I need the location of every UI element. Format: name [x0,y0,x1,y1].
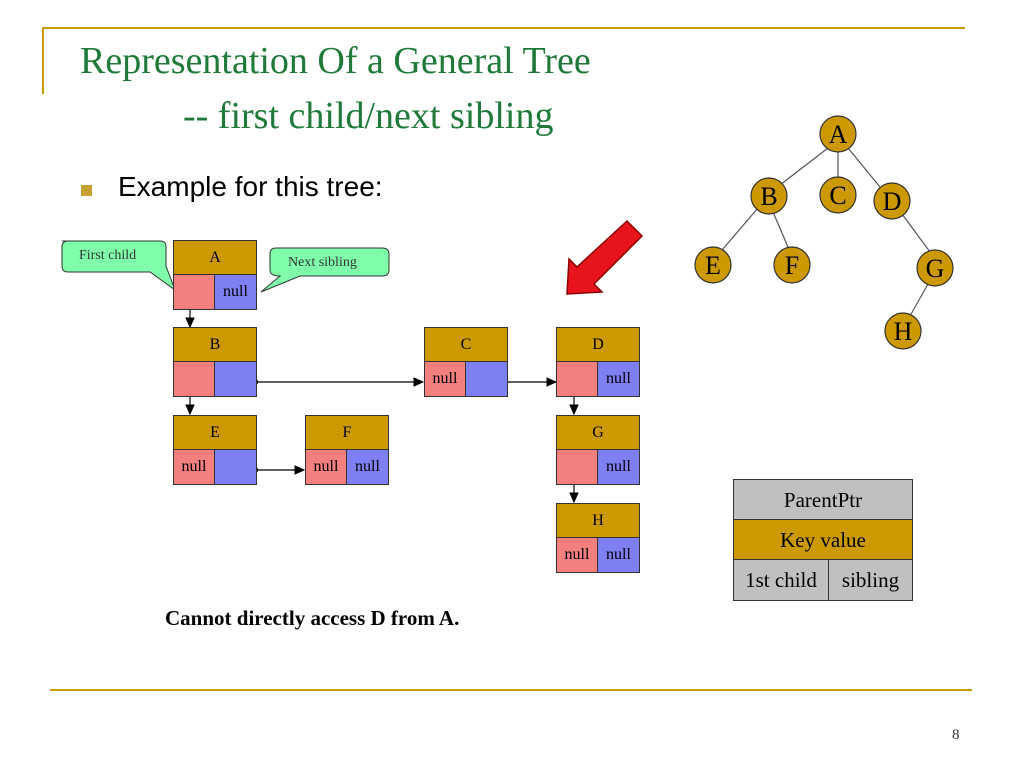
node-key: B [174,328,256,362]
frame-vertical-line [42,28,44,94]
tree-edge-b-f [772,211,789,248]
node-key: A [174,241,256,275]
node-key: E [174,416,256,450]
tree-label-d: D [883,187,902,216]
first-child-cell [557,362,598,396]
node-b: B [173,327,257,397]
tree-label-f: F [785,251,799,280]
tree-node-a [819,115,857,153]
first-child-cell: null [174,450,215,484]
node-a: A null [173,240,257,310]
tree-edge-b-e [721,207,759,251]
next-sibling-cell: null [347,450,388,484]
red-arrow-icon [566,219,644,295]
first-child-callout [61,240,177,292]
node-h: H null null [556,503,640,573]
page-number: 8 [952,727,960,743]
node-g: G null [556,415,640,485]
first-child-cell: null [557,538,598,572]
tree-edge-d-g [901,213,931,253]
node-key: H [557,504,639,538]
slide-title-line2: -- first child/next sibling [183,95,554,137]
first-child-cell [174,362,215,396]
next-sibling-cell: null [598,362,639,396]
tree-edge-a-b [779,147,829,186]
legend-sibling: sibling [841,568,900,592]
next-sibling-cell: null [598,450,639,484]
node-f: F null null [305,415,389,485]
caption-text: Cannot directly access D from A. [165,606,460,630]
tree-node-d [873,182,911,220]
first-child-cell [174,275,215,309]
next-sibling-cell [215,362,256,396]
tree-node-f [773,246,811,284]
first-child-cell: null [425,362,466,396]
bullet-text: Example for this tree: [118,171,383,202]
node-c: C null [424,327,508,397]
node-d: D null [556,327,640,397]
next-sibling-callout-label: Next sibling [288,255,357,270]
node-e: E null [173,415,257,485]
node-key: G [557,416,639,450]
legend-first-child: 1st child [734,560,829,600]
next-sibling-cell [466,362,507,396]
tree-node-g [916,249,954,287]
legend-pointer-row: 1st child sibling [734,560,912,600]
tree-label-e: E [705,251,721,280]
tree-label-g: G [926,254,945,283]
node-key: C [425,328,507,362]
tree-label-a: A [829,120,848,149]
slide-title-line1: Representation Of a General Tree [80,40,591,82]
tree-node-b [750,177,788,215]
frame-top-line [42,27,965,29]
tree-label-b: B [760,182,777,211]
legend-key-value: Key value [734,520,912,560]
tree-edge-a-d [847,147,881,188]
tree-node-e [694,246,732,284]
first-child-cell [557,450,598,484]
tree-node-h [884,312,922,350]
tree-node-c [819,176,857,214]
next-sibling-cell: null [215,275,256,309]
footer-line [50,689,972,691]
next-sibling-callout [260,247,390,293]
first-child-cell: null [306,450,347,484]
next-sibling-cell: null [598,538,639,572]
tree-label-h: H [894,317,913,346]
tree-label-c: C [829,181,846,210]
bullet-marker [81,185,92,196]
node-key: F [306,416,388,450]
node-key: D [557,328,639,362]
next-sibling-cell [215,450,256,484]
tree-edge-g-h [909,283,929,317]
first-child-callout-label: First child [79,248,137,263]
node-structure-legend: ParentPtr Key value 1st child sibling [733,479,913,601]
legend-parent-ptr: ParentPtr [734,480,912,520]
